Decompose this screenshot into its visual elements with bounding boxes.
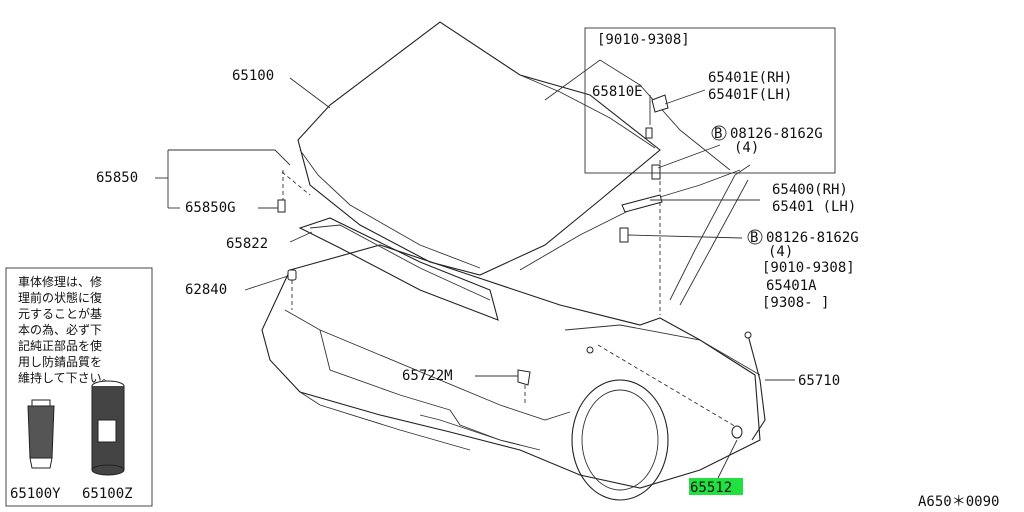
leader-lines <box>155 77 795 479</box>
label-65401-lh: 65401 (LH) <box>772 199 856 215</box>
svg-text:B: B <box>750 230 758 246</box>
spray-can-illustration <box>91 380 125 476</box>
label-range-a: [9010-9308] <box>762 260 855 276</box>
hood-panel <box>297 21 661 276</box>
svg-text:B: B <box>714 126 722 142</box>
label-65710: 65710 <box>798 373 840 389</box>
label-65822: 65822 <box>226 236 268 252</box>
label-65810e: 65810E <box>592 84 643 100</box>
label-bolt-top-qty: (4) <box>734 140 759 156</box>
note-line: 元することが基 <box>18 306 102 321</box>
bolt-marker-bottom <box>747 229 763 245</box>
label-bolt-top: 08126-8162G <box>730 126 823 142</box>
note-box: 車体修理は、修 理前の状態に復 元することが基 本の為、必ず下 記純正部品を使 … <box>5 267 153 507</box>
front-wheel <box>571 379 669 501</box>
label-bolt-bottom-qty: (4) <box>768 244 793 260</box>
diagram-code: A650＊0090 <box>918 494 999 510</box>
label-62840: 62840 <box>185 282 227 298</box>
label-65722m: 65722M <box>402 368 453 384</box>
hinge-labels: B 08126-8162G (4) 65400(RH) 65401 (LH) B… <box>711 125 859 311</box>
label-65401e-rh: 65401E(RH) <box>708 70 792 86</box>
note-line: 本の為、必ず下 <box>18 323 102 337</box>
label-65401f-lh: 65401F(LH) <box>708 87 792 103</box>
label-65401a: 65401A <box>766 278 817 294</box>
bolt-marker-top <box>711 125 727 141</box>
highlight-65512 <box>689 478 743 495</box>
note-line: 維持して下さい。 <box>18 370 114 385</box>
front-body <box>261 244 761 489</box>
label-65850: 65850 <box>96 170 138 186</box>
label-65400-rh: 65400(RH) <box>772 182 848 198</box>
label-65100z: 65100Z <box>82 486 133 502</box>
callout-labels: 65100 65850 65850G 65822 62840 65722M 65… <box>96 68 840 496</box>
label-65100: 65100 <box>232 68 274 84</box>
label-65850g: 65850G <box>185 200 236 216</box>
label-65512: 65512 <box>690 480 732 496</box>
paste-tube-illustration <box>27 399 55 469</box>
hinge-inset-box: [9010-9308] 65810E 65401E(RH) 65401F(LH) <box>584 27 836 174</box>
label-range-b: [9308- ] <box>762 295 829 311</box>
label-bolt-bottom: 08126-8162G <box>766 230 859 246</box>
inset-range: [9010-9308] <box>597 32 690 48</box>
note-line: 記純正部品を使 <box>18 338 102 353</box>
label-65100y: 65100Y <box>10 486 61 502</box>
note-line: 用し防錆品質を <box>18 354 102 369</box>
note-line: 理前の状態に復 <box>18 290 102 305</box>
front-seal-strip <box>298 217 499 321</box>
car-body-drawing <box>261 21 766 501</box>
note-line: 車体修理は、修 <box>18 274 102 289</box>
